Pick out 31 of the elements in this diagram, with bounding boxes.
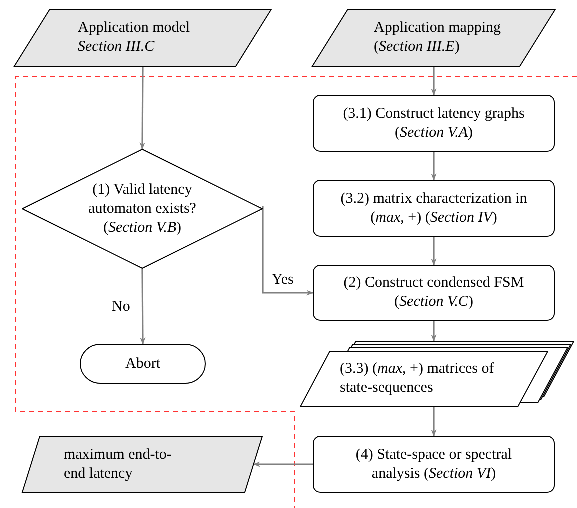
- arrow: [431, 407, 437, 437]
- node-label: (1) Valid latency automaton exists? (Section V.B): [88, 180, 198, 238]
- process-box: [313, 436, 555, 493]
- stacked-document-parallelogram: [300, 341, 576, 407]
- node-label: (3.3) (max, +) matrices of state-sequences: [340, 360, 496, 398]
- process-box: [313, 265, 555, 321]
- node-label: (3.1) Construct latency graphs (Section V.A): [342, 104, 526, 142]
- process-box: [313, 180, 555, 237]
- edge-label: No: [112, 298, 130, 317]
- node-label: Application mapping (Section III.E): [374, 19, 502, 57]
- arrow: [253, 462, 313, 468]
- decision-diamond: [22, 149, 263, 269]
- arrow: [262, 206, 314, 296]
- arrow: [431, 67, 437, 96]
- node-label: (4) State-space or spectral analysis (Section VI): [354, 446, 514, 484]
- node-label: (3.2) matrix characterization in (max, +) (Section IV): [340, 190, 528, 228]
- node-label: (2) Construct condensed FSM (Section V.C): [342, 274, 526, 312]
- process-box: [313, 95, 555, 152]
- node-label: maximum end-to-end latency: [64, 446, 173, 484]
- arrow: [431, 321, 437, 342]
- input-parallelogram: [312, 9, 556, 67]
- arrow: [140, 67, 146, 150]
- terminal-stadium: [80, 344, 206, 384]
- node-label: Abort: [126, 354, 160, 374]
- input-parallelogram: [14, 9, 272, 67]
- arrow: [431, 152, 437, 181]
- arrow: [140, 269, 146, 345]
- arrow: [431, 237, 437, 266]
- node-label: Application model Section III.C: [78, 19, 192, 57]
- edge-label: Yes: [272, 271, 294, 290]
- output-parallelogram: [22, 436, 263, 493]
